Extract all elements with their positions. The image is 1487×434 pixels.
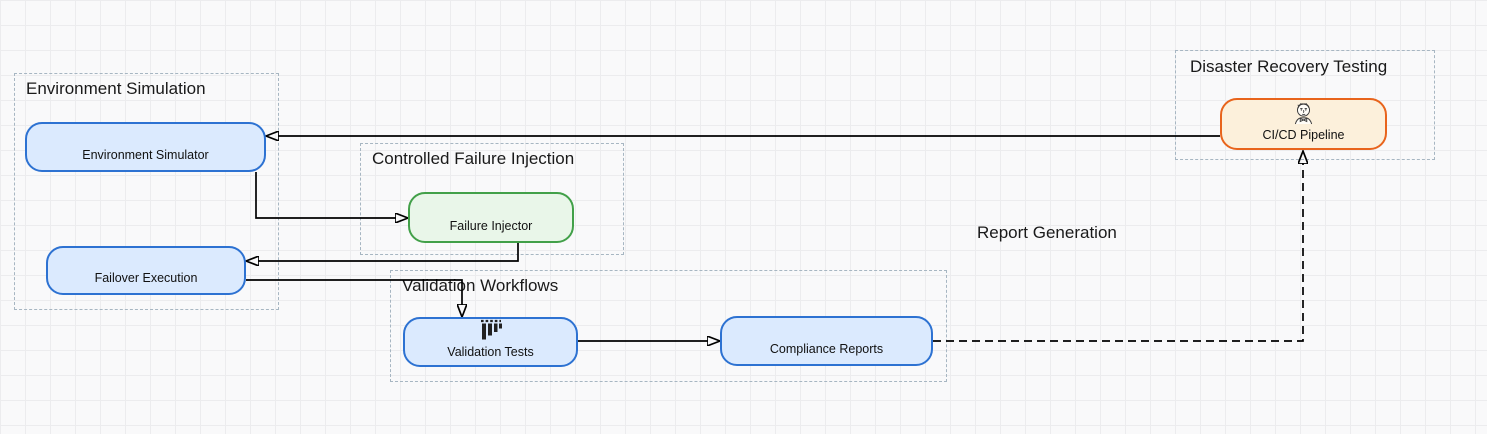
node-label: Validation Tests (447, 344, 534, 359)
group-label-validation-workflows: Validation Workflows (402, 276, 559, 295)
node-environment-simulator[interactable]: Environment Simulator (25, 122, 266, 172)
panpipes-bars-icon (478, 319, 503, 342)
group-label-environment-simulation: Environment Simulation (26, 79, 206, 98)
node-label: Environment Simulator (82, 147, 209, 162)
node-compliance-reports[interactable]: Compliance Reports (720, 316, 933, 366)
jenkins-butler-icon (1292, 101, 1315, 125)
edge-label-report-generation: Report Generation (977, 223, 1117, 242)
group-label-disaster-recovery-testing: Disaster Recovery Testing (1190, 57, 1388, 76)
node-validation-tests[interactable]: Validation Tests (403, 317, 578, 367)
node-cicd-pipeline[interactable]: CI/CD Pipeline (1220, 98, 1387, 150)
group-label-controlled-failure-injection: Controlled Failure Injection (372, 149, 575, 168)
node-failure-injector[interactable]: Failure Injector (408, 192, 574, 243)
node-label: Failover Execution (94, 270, 198, 285)
node-label: CI/CD Pipeline (1262, 127, 1345, 142)
node-label: Compliance Reports (769, 341, 884, 356)
edge-compliance-reports-to-cicd-dashed (933, 163, 1303, 342)
node-failover-execution[interactable]: Failover Execution (46, 246, 246, 295)
node-label: Failure Injector (449, 218, 533, 233)
